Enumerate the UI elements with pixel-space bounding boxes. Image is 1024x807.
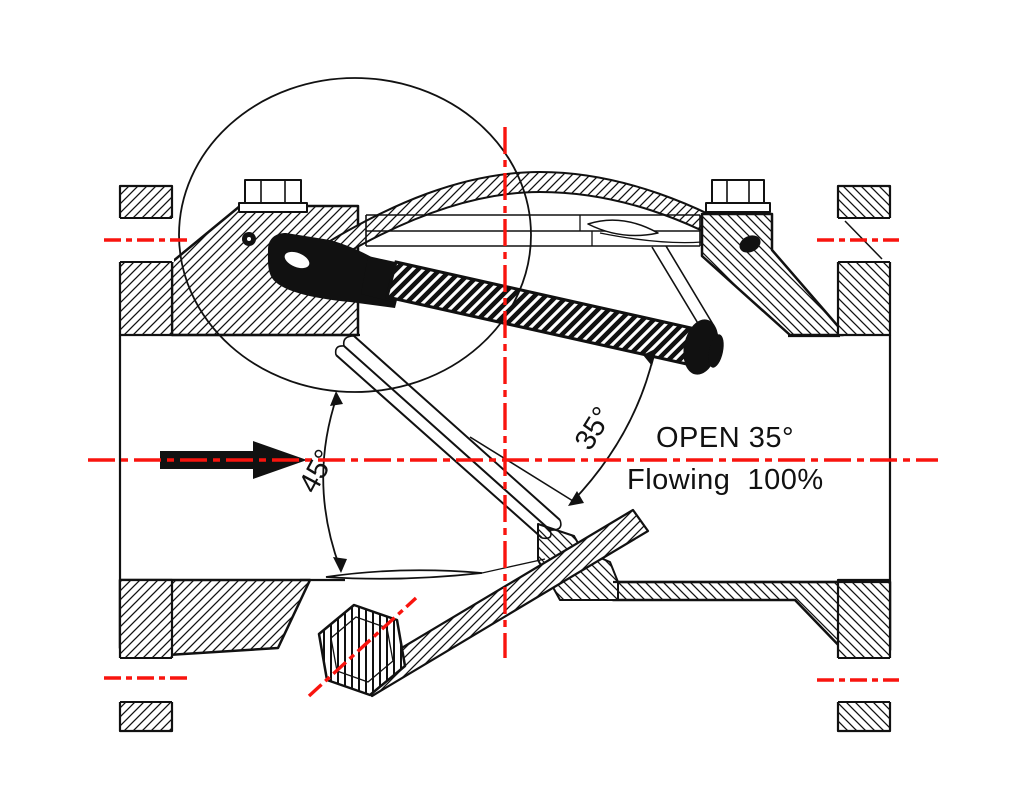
open-arc-angle-label: 35° [569, 402, 619, 456]
angle-dimension-arcs [322, 348, 657, 573]
detail-circle [178, 77, 532, 393]
hinge-slot [284, 251, 310, 269]
flowing-label: Flowing 100% [627, 464, 824, 496]
disc-stop-strut [651, 245, 715, 331]
arc-35 [571, 353, 655, 503]
arc-45 [322, 395, 341, 569]
bonnet-bolt-right [705, 179, 771, 213]
seat-angle-label: 45° [293, 445, 342, 499]
disc-nut [708, 334, 724, 368]
disc-open-assembly [242, 232, 761, 375]
arc-leader [469, 436, 574, 502]
bore-outline [118, 333, 892, 584]
disc-closed-outline [325, 335, 562, 580]
centerlines [88, 127, 938, 698]
centerline-seat-axis [307, 596, 418, 698]
bonnet-gasket [587, 219, 703, 244]
pivot-stop [739, 235, 761, 253]
swing-arm [385, 260, 702, 367]
text-labels: OPEN 35° Flowing 100% 45° 35° [293, 402, 824, 499]
disc-landing-lens [325, 569, 483, 580]
bonnet-bolt-left [238, 179, 308, 213]
body-boss-right [700, 212, 845, 337]
open-angle-label: OPEN 35° [656, 422, 794, 454]
